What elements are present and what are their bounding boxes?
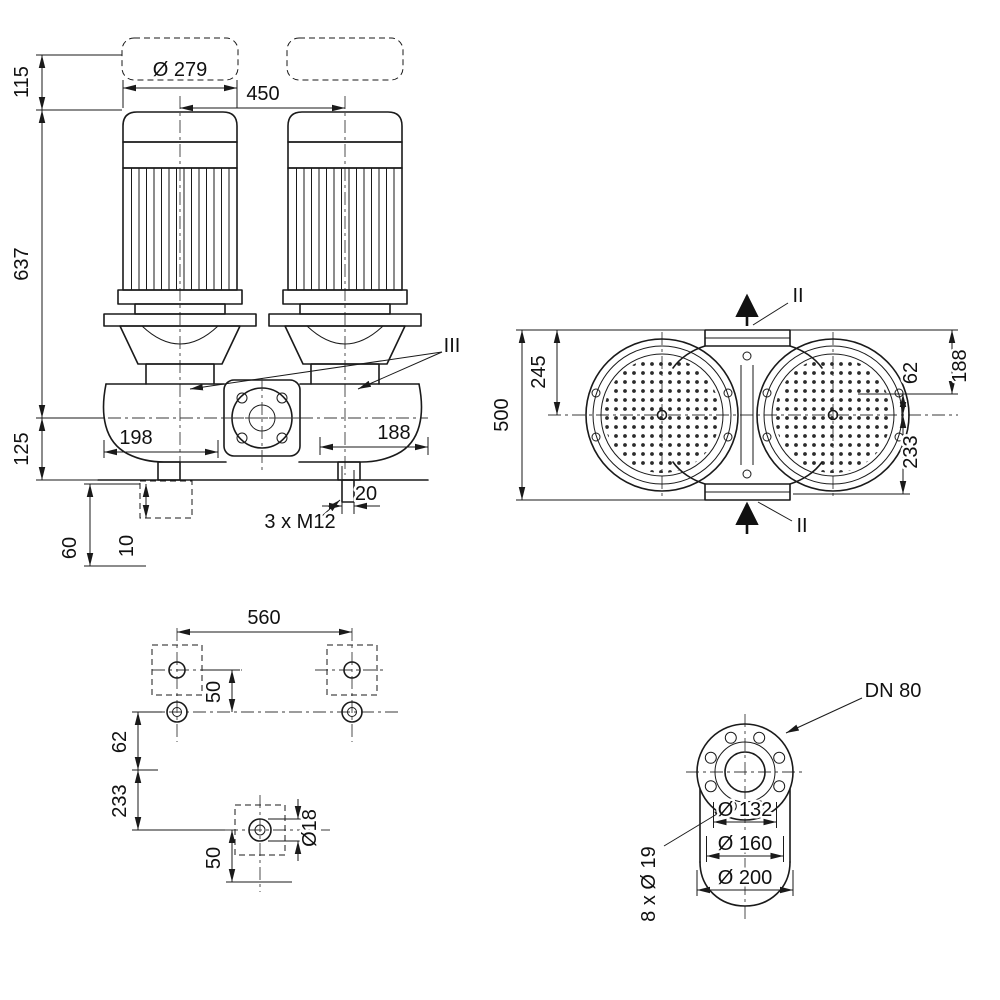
dim-560: 560 — [247, 607, 280, 629]
dim-dia-132: Ø 132 — [718, 799, 772, 821]
label-dn80: DN 80 — [865, 680, 922, 702]
motor-right — [282, 111, 408, 315]
port-flanges — [672, 329, 823, 501]
drain-stub — [341, 479, 355, 503]
dim-dia-18: Ø18 — [299, 809, 321, 847]
label-section-ii-top: II — [792, 285, 803, 307]
top-view: II II 500 245 62 233 188 — [489, 283, 974, 540]
dim-dia-160: Ø 160 — [718, 833, 772, 855]
dim-450: 450 — [246, 83, 279, 105]
leader-ii-bottom — [757, 501, 793, 522]
dim-dia-200: Ø 200 — [718, 867, 772, 889]
dim-62-foundation: 62 — [109, 731, 131, 753]
label-section-ii-bottom: II — [796, 515, 807, 537]
pump-casing — [97, 383, 429, 503]
top-dimensions: 500 245 62 233 188 — [489, 329, 974, 501]
label-section-iii: III — [444, 335, 461, 357]
clearance-box-right — [286, 37, 404, 81]
center-flange — [223, 378, 301, 470]
front-dimensions: Ø 279 450 115 637 125 198 188 — [9, 54, 463, 567]
leader-dn80 — [785, 697, 863, 734]
dim-637: 637 — [11, 247, 33, 280]
dim-233-top: 233 — [900, 435, 922, 468]
leader-ii-top — [752, 302, 789, 326]
dim-20: 20 — [355, 483, 377, 505]
leader-bolt-holes — [663, 807, 728, 847]
dim-188-top: 188 — [949, 349, 971, 382]
flange-dimensions: Ø 132 Ø 160 Ø 200 — [696, 797, 794, 896]
dim-500: 500 — [491, 398, 513, 431]
label-8x-dia19: 8 x Ø 19 — [638, 846, 660, 922]
label-3xm12: 3 x M12 — [264, 511, 335, 533]
clearance-box-left — [121, 37, 239, 81]
dim-115: 115 — [11, 66, 33, 98]
fan-cover-right — [756, 338, 910, 492]
foundation-view: 560 50 62 233 50 Ø18 — [107, 605, 400, 892]
dim-125: 125 — [11, 432, 33, 465]
foot-right — [337, 461, 361, 481]
flange-view: DN 80 8 x Ø 19 Ø 132 Ø 160 Ø 200 — [636, 678, 924, 925]
anchor-holes — [166, 701, 363, 842]
fan-cover-left — [585, 338, 739, 492]
dim-50-lower: 50 — [203, 847, 225, 869]
front-view: Ø 279 450 115 637 125 198 188 — [9, 37, 463, 567]
dim-62-top: 62 — [900, 362, 922, 384]
foot-left — [157, 461, 181, 481]
lantern-left — [103, 313, 257, 385]
grout-block — [139, 480, 193, 519]
dim-245: 245 — [528, 355, 550, 388]
dim-188-front: 188 — [377, 422, 410, 444]
dim-50-upper: 50 — [203, 681, 225, 703]
casing-neck — [699, 788, 791, 907]
dim-dia-279: Ø 279 — [153, 59, 207, 81]
lantern-right — [268, 313, 422, 385]
alt-anchor-plates — [151, 644, 378, 856]
dim-10: 10 — [116, 535, 138, 557]
dim-198: 198 — [119, 427, 152, 449]
dim-60: 60 — [59, 537, 81, 559]
dim-233-foundation: 233 — [109, 784, 131, 817]
foundation-dimensions: 560 50 62 233 50 Ø18 — [107, 605, 352, 883]
